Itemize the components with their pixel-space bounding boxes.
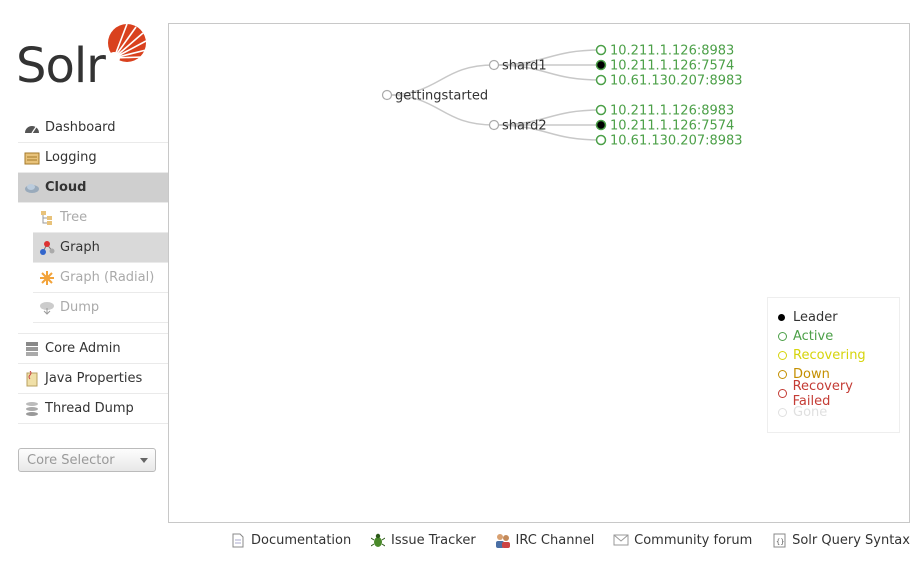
replica-label: 10.211.1.126:7574 — [610, 59, 734, 74]
legend-down: Down — [778, 365, 889, 384]
legend-label: Gone — [793, 405, 828, 420]
footer-label: Community forum — [634, 532, 753, 548]
nav-label: Dump — [60, 300, 100, 315]
main-nav: Dashboard Logging Cloud Tree Graph — [18, 113, 168, 424]
nav-item-dump[interactable]: Dump — [33, 293, 168, 323]
nav-item-cloud[interactable]: Cloud — [18, 173, 168, 203]
nav-label: Thread Dump — [45, 401, 134, 416]
leader-replica-node — [595, 119, 607, 131]
legend-label: Active — [793, 329, 834, 344]
shard-node — [488, 59, 500, 71]
legend-label: Recovering — [793, 348, 866, 363]
nav-label: Logging — [45, 150, 97, 165]
replica-label: 10.211.1.126:7574 — [610, 119, 734, 134]
cluster-graph: gettingstartedshard110.211.1.126:898310.… — [381, 44, 743, 149]
nav-label: Dashboard — [45, 120, 116, 135]
nav-label: Graph — [60, 240, 100, 255]
replica-node — [595, 134, 607, 146]
sun-icon — [108, 23, 147, 64]
cloud-submenu: Tree Graph Graph (Radial) Dump — [18, 203, 168, 323]
collection-node — [381, 89, 393, 101]
java-icon — [24, 370, 40, 387]
legend-recovery-failed: Recovery Failed — [778, 379, 889, 409]
legend-recovering: Recovering — [778, 346, 889, 365]
gone-ring-icon — [778, 408, 787, 417]
nav-separator — [18, 323, 168, 334]
issue-tracker-link[interactable]: Issue Tracker — [370, 532, 476, 548]
replica-node — [595, 104, 607, 116]
replica-label: 10.211.1.126:8983 — [610, 104, 734, 119]
tree-icon — [39, 210, 55, 226]
nav-item-tree[interactable]: Tree — [33, 203, 168, 233]
dashboard-icon — [24, 120, 40, 136]
replica-label: 10.211.1.126:8983 — [610, 44, 734, 59]
down-ring-icon — [778, 370, 787, 379]
shard-label: shard2 — [502, 119, 547, 134]
replica-label: 10.61.130.207:8983 — [610, 74, 743, 89]
nav-item-thread-dump[interactable]: Thread Dump — [18, 394, 168, 424]
leader-dot-icon — [778, 314, 785, 321]
legend-label: Recovery Failed — [792, 378, 853, 409]
footer-label: Issue Tracker — [391, 532, 476, 548]
dump-icon — [39, 300, 55, 316]
legend-active: Active — [778, 327, 889, 346]
collection-shard-link — [386, 64, 495, 96]
core-admin-icon — [24, 341, 40, 357]
replica-node — [595, 74, 607, 86]
legend-leader: Leader — [778, 308, 889, 327]
nav-item-java-properties[interactable]: Java Properties — [18, 364, 168, 394]
nav-label: Core Admin — [45, 341, 121, 356]
community-forum-link[interactable]: Community forum — [613, 532, 752, 548]
nav-item-logging[interactable]: Logging — [18, 143, 168, 173]
shard-replica-link — [493, 124, 602, 141]
core-selector-dropdown[interactable]: Core Selector — [18, 448, 156, 472]
nav-item-dashboard[interactable]: Dashboard — [18, 113, 168, 143]
footer-label: IRC Channel — [515, 532, 595, 548]
documentation-link[interactable]: Documentation — [230, 532, 351, 548]
graph-legend: Leader Active Recovering Down Recovery F… — [767, 297, 900, 433]
nav-label: Java Properties — [45, 371, 143, 386]
bug-icon — [370, 532, 386, 548]
replica-label: 10.61.130.207:8983 — [610, 134, 743, 149]
footer-label: Documentation — [251, 532, 352, 548]
legend-gone: Gone — [778, 403, 889, 422]
recovery-failed-ring-icon — [778, 389, 787, 398]
legend-label: Down — [793, 367, 830, 382]
nav-item-graph[interactable]: Graph — [33, 233, 168, 263]
footer-label: Solr Query Syntax — [792, 532, 910, 548]
replica-node — [595, 44, 607, 56]
nav-label: Tree — [60, 210, 88, 225]
shard-node — [488, 119, 500, 131]
graph-icon — [39, 240, 55, 256]
document-icon — [230, 532, 246, 548]
legend-label: Leader — [793, 310, 838, 325]
chevron-down-icon — [140, 458, 148, 463]
solr-logo[interactable]: Solr — [16, 20, 151, 94]
core-selector-placeholder: Core Selector — [27, 452, 115, 468]
active-ring-icon — [778, 332, 787, 341]
svg-text:{}: {} — [776, 538, 784, 546]
logging-icon — [24, 150, 40, 166]
thread-dump-icon — [24, 401, 40, 417]
shard-label: shard1 — [502, 59, 547, 74]
code-doc-icon: {} — [771, 532, 787, 548]
graph-radial-icon — [39, 270, 55, 286]
recovering-ring-icon — [778, 351, 787, 360]
collection-label: gettingstarted — [395, 89, 488, 104]
logo-text: Solr — [16, 38, 106, 94]
nav-label: Cloud — [45, 180, 87, 195]
nav-item-core-admin[interactable]: Core Admin — [18, 334, 168, 364]
nav-label: Graph (Radial) — [60, 270, 155, 285]
irc-channel-link[interactable]: IRC Channel — [495, 532, 595, 548]
users-icon — [495, 532, 511, 548]
footer-links: Documentation Issue Tracker IRC Channel … — [230, 530, 910, 550]
query-syntax-link[interactable]: {} Solr Query Syntax — [771, 532, 910, 548]
collection-shard-link — [386, 94, 495, 126]
leader-replica-node — [595, 59, 607, 71]
nav-item-graph-radial[interactable]: Graph (Radial) — [33, 263, 168, 293]
mail-icon — [613, 532, 629, 548]
shard-replica-link — [493, 64, 602, 81]
cloud-icon — [24, 180, 40, 196]
